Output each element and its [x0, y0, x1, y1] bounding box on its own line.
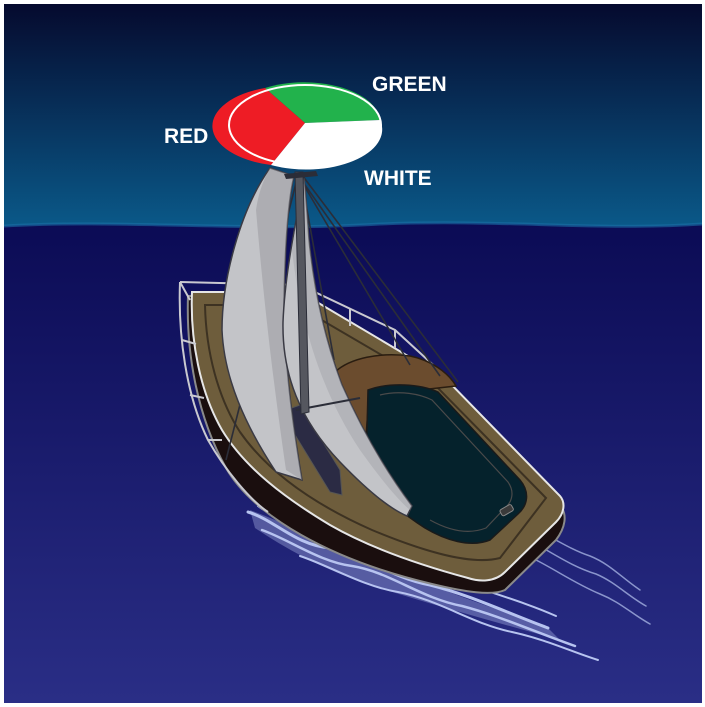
label-white: WHITE: [364, 167, 432, 190]
label-green: GREEN: [372, 73, 447, 96]
label-red: RED: [164, 125, 208, 148]
